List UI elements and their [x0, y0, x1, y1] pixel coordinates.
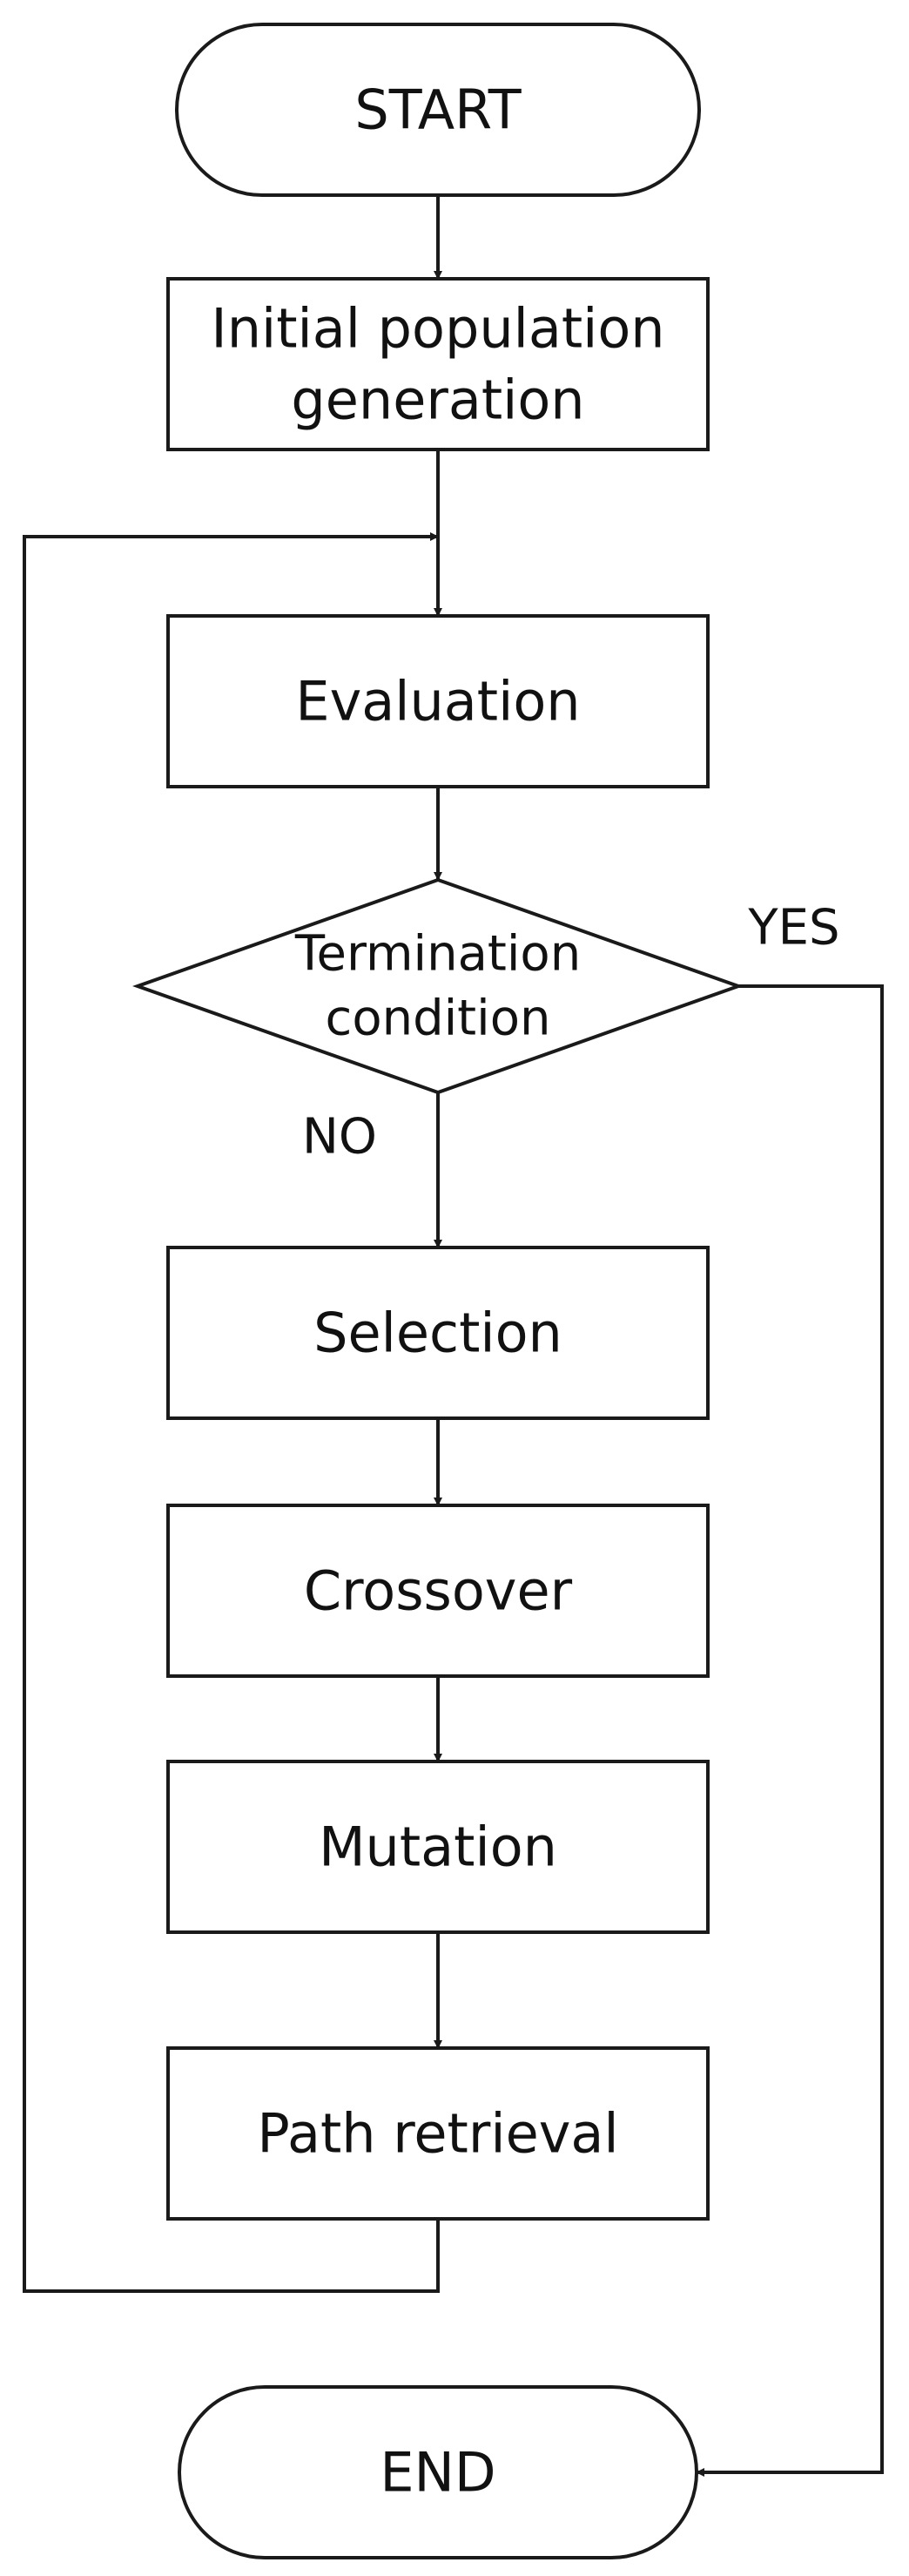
- node-start-label: START: [354, 78, 522, 142]
- node-init-shape: [166, 277, 710, 451]
- node-path-label: Path retrieval: [257, 2102, 618, 2166]
- nodes: START Initial population generationEvaluat…: [132, 23, 744, 2559]
- node-path-shape: [166, 2046, 710, 2221]
- node-termination-label: condition: [326, 991, 551, 1047]
- node-init-label: generation: [291, 368, 584, 432]
- node-termination-shape: [132, 877, 744, 1095]
- edge-path-to-evaluation: [23, 532, 440, 2293]
- node-evaluation-shape: [166, 614, 710, 788]
- node-mutation: Mutation: [166, 1760, 710, 1934]
- node-end-shape: [178, 2385, 698, 2559]
- node-termination: Termination condition: [132, 877, 744, 1095]
- node-mutation-label: Mutation: [319, 1815, 557, 1879]
- node-init-label: Initial population: [211, 297, 664, 361]
- node-start: START: [175, 23, 701, 197]
- node-crossover-shape: [166, 1504, 710, 1678]
- node-selection-label: Selection: [313, 1302, 562, 1365]
- node-selection-shape: [166, 1246, 710, 1420]
- node-end-label: END: [380, 2441, 495, 2505]
- edge-label-yes: YES: [747, 900, 839, 957]
- node-path: Path retrieval: [166, 2046, 710, 2221]
- node-evaluation-label: Evaluation: [295, 670, 580, 734]
- node-start-shape: [175, 23, 701, 197]
- node-crossover-label: Crossover: [304, 1559, 573, 1623]
- node-termination-label: Termination: [294, 926, 581, 983]
- node-crossover: Crossover: [166, 1504, 710, 1678]
- edge-labels: NO YES: [302, 900, 840, 1166]
- node-end: END: [178, 2385, 698, 2559]
- node-init: Initial population generation: [166, 277, 710, 451]
- node-evaluation: Evaluation: [166, 614, 710, 788]
- edge-label-no: NO: [302, 1109, 377, 1166]
- node-selection: Selection: [166, 1246, 710, 1420]
- edges: [23, 195, 884, 2477]
- node-mutation-shape: [166, 1760, 710, 1934]
- edge-termination-to-end: [696, 984, 884, 2477]
